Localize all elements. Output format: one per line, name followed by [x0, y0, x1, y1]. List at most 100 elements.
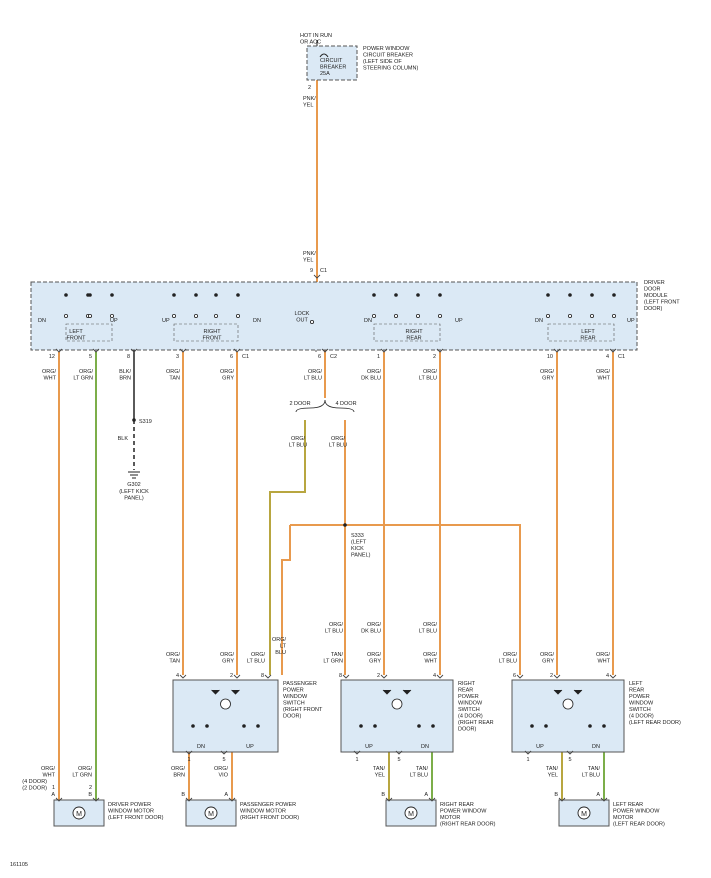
right-rear-switch-connector-icon [436, 674, 444, 679]
right-rear-switch-connector-icon [380, 674, 388, 679]
module-wire-color: ORG/ [220, 369, 235, 375]
module-pin-number: 4 [606, 354, 609, 360]
module-pin-number: 12 [49, 354, 55, 360]
passenger-switch-extra-wire-color: ORG/ [272, 637, 287, 643]
module-pin-connector-icon [233, 348, 241, 353]
module-wire-color: BLK/ [119, 369, 131, 375]
motor-connector-icon [92, 797, 100, 802]
right-rear-switch-connector-icon [342, 674, 350, 679]
motor-symbol: M [208, 811, 214, 818]
motor-wire-color-b-0: ORG/ [78, 766, 93, 772]
passenger-switch-bottom-connector-icon [220, 750, 228, 755]
motor-description-0: (LEFT FRONT DOOR) [108, 815, 164, 821]
module-pin-connector-icon [553, 348, 561, 353]
module-contact [64, 313, 69, 318]
left-rear-switch-description: LEFT [629, 681, 643, 687]
motor-wire-color-a-3: TAN/ [546, 766, 559, 772]
motor-description-3: MOTOR [613, 815, 633, 821]
breaker-symbol-icon [319, 53, 329, 58]
module-wire-color: ORG/ [166, 369, 181, 375]
feed-connector-icon [313, 274, 321, 279]
right-rear-switch-description: (4 DOOR) [458, 714, 483, 720]
right-rear-switch-description: RIGHT [458, 681, 476, 687]
module-description: DOOR [644, 287, 661, 293]
right-rear-switch-upper-wire-color: LT BLU [325, 629, 343, 635]
module-switch-group [65, 323, 113, 342]
motor-wire-color-b-0: LT GRN [72, 773, 92, 779]
s333-label: KICK [351, 546, 364, 552]
left-rear-switch-wire-color: ORG/ [540, 652, 555, 658]
module-pin-number: 2 [433, 354, 436, 360]
motor-wire-color-b-3: TAN/ [588, 766, 601, 772]
passenger-switch-wire-color: GRY [222, 659, 234, 665]
module-up-label: UP [162, 318, 170, 324]
motor-wire-color-a-2: TAN/ [373, 766, 386, 772]
motor-symbol: M [76, 811, 82, 818]
motor-wire-color-b-2: LT BLU [410, 773, 428, 779]
module-group-label: FRONT [203, 336, 223, 342]
passenger-switch-connector-icon [233, 674, 241, 679]
module-dn-label: DN [364, 318, 372, 324]
module-wire-color: WHT [43, 376, 56, 382]
passenger-switch-wire-color: TAN [169, 659, 180, 665]
motor-connector-icon [185, 797, 193, 802]
module-bus-dot [88, 293, 92, 297]
left-rear-switch-bottom-pin: 1 [526, 757, 529, 763]
right-rear-switch-description: POWER [458, 694, 479, 700]
motor-pin-letter: A [424, 792, 428, 798]
feed-wire-color-top: PNK/ [303, 96, 316, 102]
module-contact [88, 313, 93, 318]
passenger-switch-contact-dot [256, 724, 260, 728]
right-rear-switch-box [340, 679, 454, 753]
module-description: DRIVER [644, 280, 665, 286]
module-wire-color: ORG/ [423, 369, 438, 375]
breaker-description: STEERING COLUMN) [363, 66, 418, 72]
right-rear-switch-bottom-pin: 5 [397, 757, 400, 763]
passenger-switch-description: WINDOW [283, 694, 308, 700]
motor-description-2: (RIGHT REAR DOOR) [440, 822, 496, 828]
passenger-switch-description: SWITCH [283, 701, 305, 707]
module-bus-dot [612, 293, 616, 297]
module-up-label: UP [455, 318, 463, 324]
left-rear-switch-wire-color: LT BLU [499, 659, 517, 665]
feed-connector: C1 [320, 268, 327, 274]
module-wire-color: GRY [542, 376, 554, 382]
feed-pin: 9 [310, 268, 313, 274]
module-contact [193, 313, 198, 318]
module-pin-number: 6 [318, 354, 321, 360]
motor-description-2: MOTOR [440, 815, 460, 821]
option-brace-icon [295, 399, 355, 413]
left-rear-switch-diode-icon [553, 689, 583, 695]
passenger-switch-description: POWER [283, 688, 304, 694]
module-switch-group [547, 323, 615, 342]
passenger-switch-description: (RIGHT FRONT [283, 707, 323, 713]
left-rear-switch-description: SWITCH [629, 707, 651, 713]
module-switch-group [173, 323, 239, 342]
module-pin-number: 6 [230, 354, 233, 360]
module-group-label: OUT [296, 318, 308, 324]
right-rear-switch-wire-color: ORG/ [423, 652, 438, 658]
module-bus-dot [110, 293, 114, 297]
right-rear-switch-lamp-icon [391, 698, 403, 710]
left-rear-switch-bottom-pin: 5 [568, 757, 571, 763]
motor-description-2: POWER WINDOW [440, 809, 487, 815]
module-dn-label: DN [253, 318, 261, 324]
passenger-switch-extra-wire-color: BLU [275, 650, 286, 656]
left-rear-switch-connector-icon [609, 674, 617, 679]
feed-wire-color-top: YEL [303, 103, 313, 109]
option-4-door: 4 DOOR [335, 401, 356, 407]
motor-description-0: DRIVER POWER [108, 802, 151, 808]
passenger-switch-wire-color: ORG/ [220, 652, 235, 658]
motor-icon [404, 806, 418, 820]
module-up-label: UP [110, 318, 118, 324]
option-2-door: 2 DOOR [289, 401, 310, 407]
left-rear-switch-wire-color: ORG/ [503, 652, 518, 658]
motor-description-3: (LEFT REAR DOOR) [613, 822, 665, 828]
lockout-contact [309, 319, 314, 324]
passenger-switch-diode-icon [211, 689, 240, 695]
motor-pin-number: 2 [89, 785, 92, 791]
module-pin-connector-icon [436, 348, 444, 353]
breaker-supply-label: OR ACC [300, 40, 321, 46]
module-wire-color: ORG/ [596, 369, 611, 375]
left-rear-switch-wire-color: GRY [542, 659, 554, 665]
